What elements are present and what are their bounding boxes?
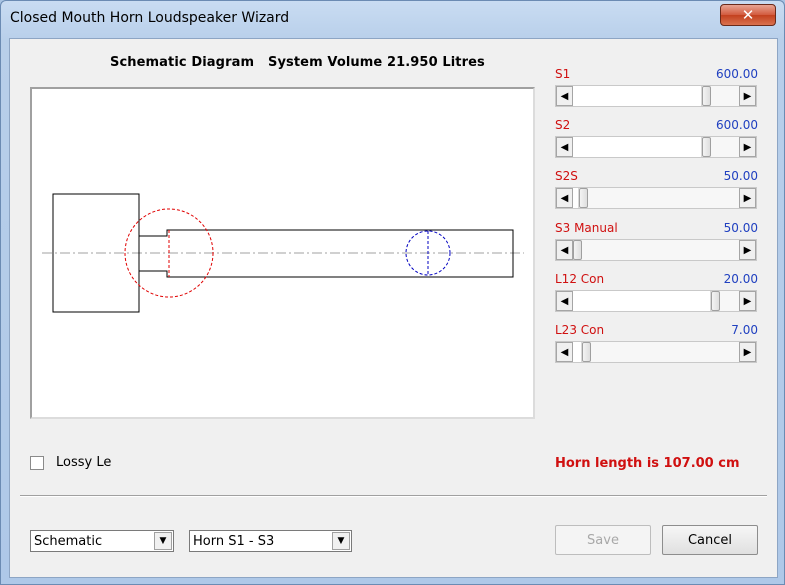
s3-scrollbar[interactable]: ◀ ▶ (555, 239, 757, 261)
save-button[interactable]: Save (555, 525, 651, 555)
left-arrow-icon: ◀ (560, 192, 569, 204)
scroll-right-button[interactable]: ▶ (739, 240, 756, 260)
scroll-track[interactable] (573, 342, 739, 362)
lossy-le-checkbox[interactable] (30, 455, 44, 470)
dialog-client-area: Schematic Diagram System Volume 21.950 L… (9, 38, 778, 578)
cancel-button-label: Cancel (687, 532, 733, 548)
close-button[interactable]: ✕ (720, 4, 776, 26)
right-arrow-icon: ▶ (743, 141, 752, 153)
scroll-right-button[interactable]: ▶ (739, 291, 756, 311)
param-value: 20.00 (723, 272, 758, 286)
right-arrow-icon: ▶ (743, 244, 752, 256)
window-title: Closed Mouth Horn Loudspeaker Wizard (10, 10, 290, 26)
scroll-thumb[interactable] (711, 291, 720, 311)
cancel-button[interactable]: Cancel (662, 525, 758, 555)
scroll-track[interactable] (573, 86, 739, 106)
mouth-circle (405, 230, 451, 276)
left-arrow-icon: ◀ (560, 346, 569, 358)
param-label: S3 Manual (555, 221, 618, 235)
param-label: L23 Con (555, 323, 605, 337)
scroll-fill (573, 137, 702, 157)
s2s-scrollbar[interactable]: ◀ ▶ (555, 187, 757, 209)
scroll-fill (573, 342, 582, 362)
scroll-track[interactable] (573, 188, 739, 208)
left-arrow-icon: ◀ (560, 90, 569, 102)
schematic-heading: Schematic Diagram System Volume 21.950 L… (110, 55, 485, 70)
s1-scrollbar[interactable]: ◀ ▶ (555, 85, 757, 107)
scroll-left-button[interactable]: ◀ (556, 240, 573, 260)
param-value: 50.00 (723, 221, 758, 235)
left-arrow-icon: ◀ (560, 295, 569, 307)
left-arrow-icon: ◀ (560, 141, 569, 153)
l12-scrollbar[interactable]: ◀ ▶ (555, 290, 757, 312)
scroll-left-button[interactable]: ◀ (556, 137, 573, 157)
scroll-track[interactable] (573, 240, 739, 260)
horn-select-value: Horn S1 - S3 (193, 534, 275, 549)
horn-select[interactable]: Horn S1 - S3 ▼ (189, 530, 352, 552)
scroll-right-button[interactable]: ▶ (739, 188, 756, 208)
scroll-right-button[interactable]: ▶ (739, 137, 756, 157)
scroll-left-button[interactable]: ◀ (556, 291, 573, 311)
horn-select-dropdown-button[interactable]: ▼ (332, 532, 350, 550)
param-label: S1 (555, 67, 571, 81)
scroll-thumb[interactable] (582, 342, 591, 362)
right-arrow-icon: ▶ (743, 192, 752, 204)
schematic-svg (42, 193, 524, 313)
scroll-thumb[interactable] (573, 240, 582, 260)
chevron-down-icon: ▼ (159, 536, 167, 546)
save-button-label: Save (587, 532, 619, 548)
right-arrow-icon: ▶ (743, 90, 752, 102)
scroll-left-button[interactable]: ◀ (556, 342, 573, 362)
right-arrow-icon: ▶ (743, 346, 752, 358)
scroll-right-button[interactable]: ▶ (739, 86, 756, 106)
scroll-thumb[interactable] (579, 188, 588, 208)
scroll-thumb[interactable] (702, 137, 711, 157)
view-select-dropdown-button[interactable]: ▼ (154, 532, 172, 550)
scroll-fill (573, 86, 702, 106)
param-value: 600.00 (716, 118, 758, 132)
throat-circle (124, 208, 214, 298)
param-label: S2 (555, 118, 571, 132)
l23-scrollbar[interactable]: ◀ ▶ (555, 341, 757, 363)
scroll-track[interactable] (573, 137, 739, 157)
scroll-right-button[interactable]: ▶ (739, 342, 756, 362)
lossy-le-label[interactable]: Lossy Le (56, 455, 112, 470)
param-value: 7.00 (731, 323, 758, 337)
close-icon: ✕ (741, 6, 755, 24)
chevron-down-icon: ▼ (337, 536, 345, 546)
schematic-diagram (30, 87, 535, 419)
left-arrow-icon: ◀ (560, 244, 569, 256)
lossy-le-option[interactable]: Lossy Le (30, 455, 111, 470)
view-select[interactable]: Schematic ▼ (30, 530, 174, 552)
scroll-track[interactable] (573, 291, 739, 311)
view-select-value: Schematic (34, 534, 103, 549)
right-arrow-icon: ▶ (743, 295, 752, 307)
horn-length-text: Horn length is 107.00 cm (555, 456, 740, 471)
scroll-left-button[interactable]: ◀ (556, 86, 573, 106)
param-label: L12 Con (555, 272, 605, 286)
scroll-fill (573, 188, 579, 208)
scroll-left-button[interactable]: ◀ (556, 188, 573, 208)
param-value: 50.00 (723, 169, 758, 183)
s2-scrollbar[interactable]: ◀ ▶ (555, 136, 757, 158)
horn-outline (139, 229, 514, 278)
scroll-fill (573, 291, 711, 311)
param-label: S2S (555, 169, 578, 183)
scroll-thumb[interactable] (702, 86, 711, 106)
param-value: 600.00 (716, 67, 758, 81)
rear-chamber (52, 193, 140, 313)
separator (20, 495, 767, 497)
